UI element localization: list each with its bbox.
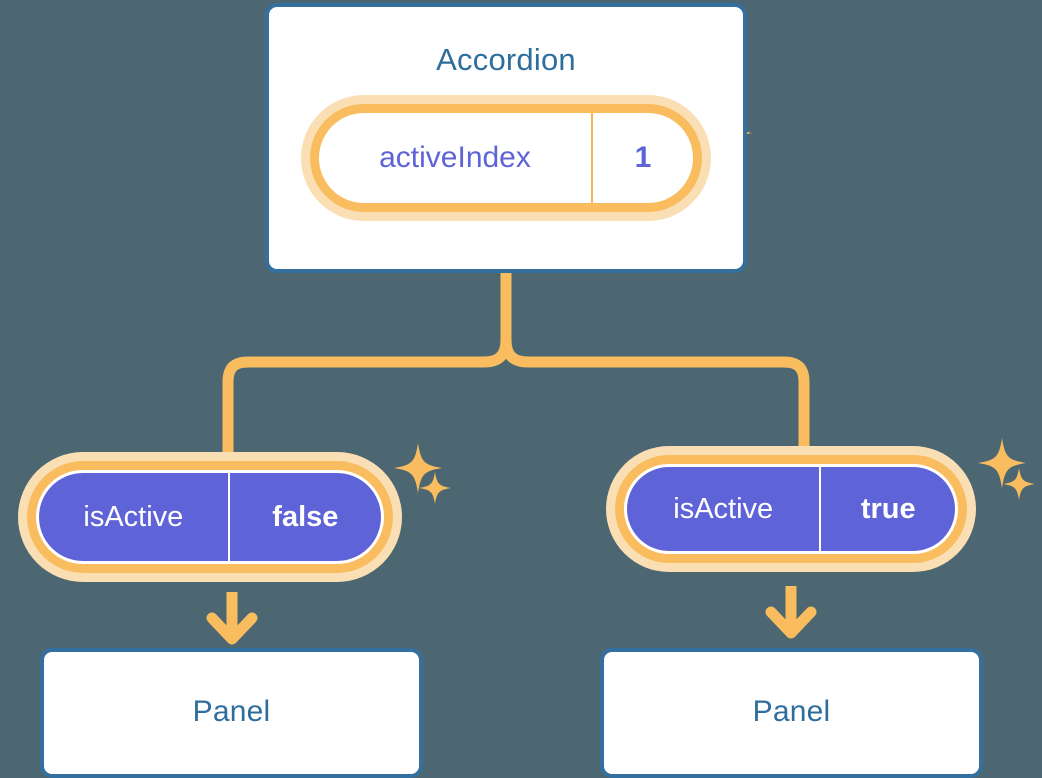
state-pill-body: activeIndex 1 [310,104,702,212]
prop-pill-body: isActive false [27,461,393,573]
connector-branch-right [500,334,810,462]
prop-pill-is-active-left[interactable]: isActive false [27,461,393,573]
arrow-left-head [206,612,258,645]
component-title-panel-right: Panel [752,695,831,728]
component-box-panel-right[interactable]: Panel [600,648,983,778]
prop-pill-inner: isActive false [36,470,384,564]
state-pill-inner: activeIndex 1 [319,113,693,203]
prop-value-label: false [227,473,381,561]
component-box-panel-left[interactable]: Panel [40,648,423,778]
component-title-accordion: Accordion [436,42,576,77]
prop-pill-body: isActive true [615,455,967,563]
prop-value-label: true [819,467,955,551]
sparkle-icon [978,438,1026,488]
state-key-label: activeIndex [379,141,531,174]
sparkle-icon [1003,468,1035,500]
arrow-right-head [765,606,817,639]
connector-trunk [222,266,512,468]
component-title-panel-left: Panel [192,695,271,728]
state-value-label: 1 [591,113,693,203]
sparkle-icon [394,443,442,493]
state-pill-active-index[interactable]: activeIndex 1 [310,104,702,212]
prop-pill-inner: isActive true [624,464,958,554]
prop-key-label: isActive [673,492,774,525]
sparkle-icon [419,472,451,504]
prop-pill-is-active-right[interactable]: isActive true [615,455,967,563]
prop-key-label: isActive [83,500,184,533]
